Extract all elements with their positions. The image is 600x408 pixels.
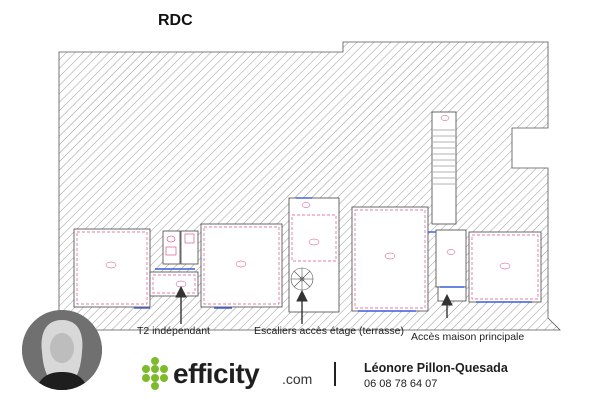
callout-stairs: Escaliers accès étage (terrasse) [254, 325, 404, 337]
room-corridor [431, 111, 457, 225]
room-side [468, 231, 542, 303]
corridor-stairs [433, 129, 455, 185]
sanitary-fixtures [165, 233, 195, 256]
efficity-logo-icon [142, 357, 168, 390]
room-living [200, 223, 283, 308]
brand-tld: .com [282, 371, 313, 387]
windows [134, 197, 532, 312]
floor-title: RDC [158, 12, 193, 29]
room-wc [180, 230, 199, 265]
room-dimension-lines [76, 209, 539, 309]
rooms [73, 111, 542, 313]
callout-t2: T2 indépendant [137, 325, 210, 337]
callout-arrows [175, 285, 453, 324]
spiral-staircase [290, 267, 314, 291]
brand-wordmark: efficity [173, 358, 260, 389]
agent-phone: 06 08 78 64 07 [364, 378, 438, 390]
callout-main-access: Accès maison principale [411, 331, 525, 343]
room-lobby [437, 286, 467, 302]
agent-avatar [22, 310, 102, 390]
agent-name: Léonore Pillon-Quesada [364, 361, 508, 375]
room-stairwell [288, 197, 340, 313]
room-entry [435, 229, 467, 288]
room-hallway [149, 271, 199, 297]
divider [334, 362, 336, 386]
